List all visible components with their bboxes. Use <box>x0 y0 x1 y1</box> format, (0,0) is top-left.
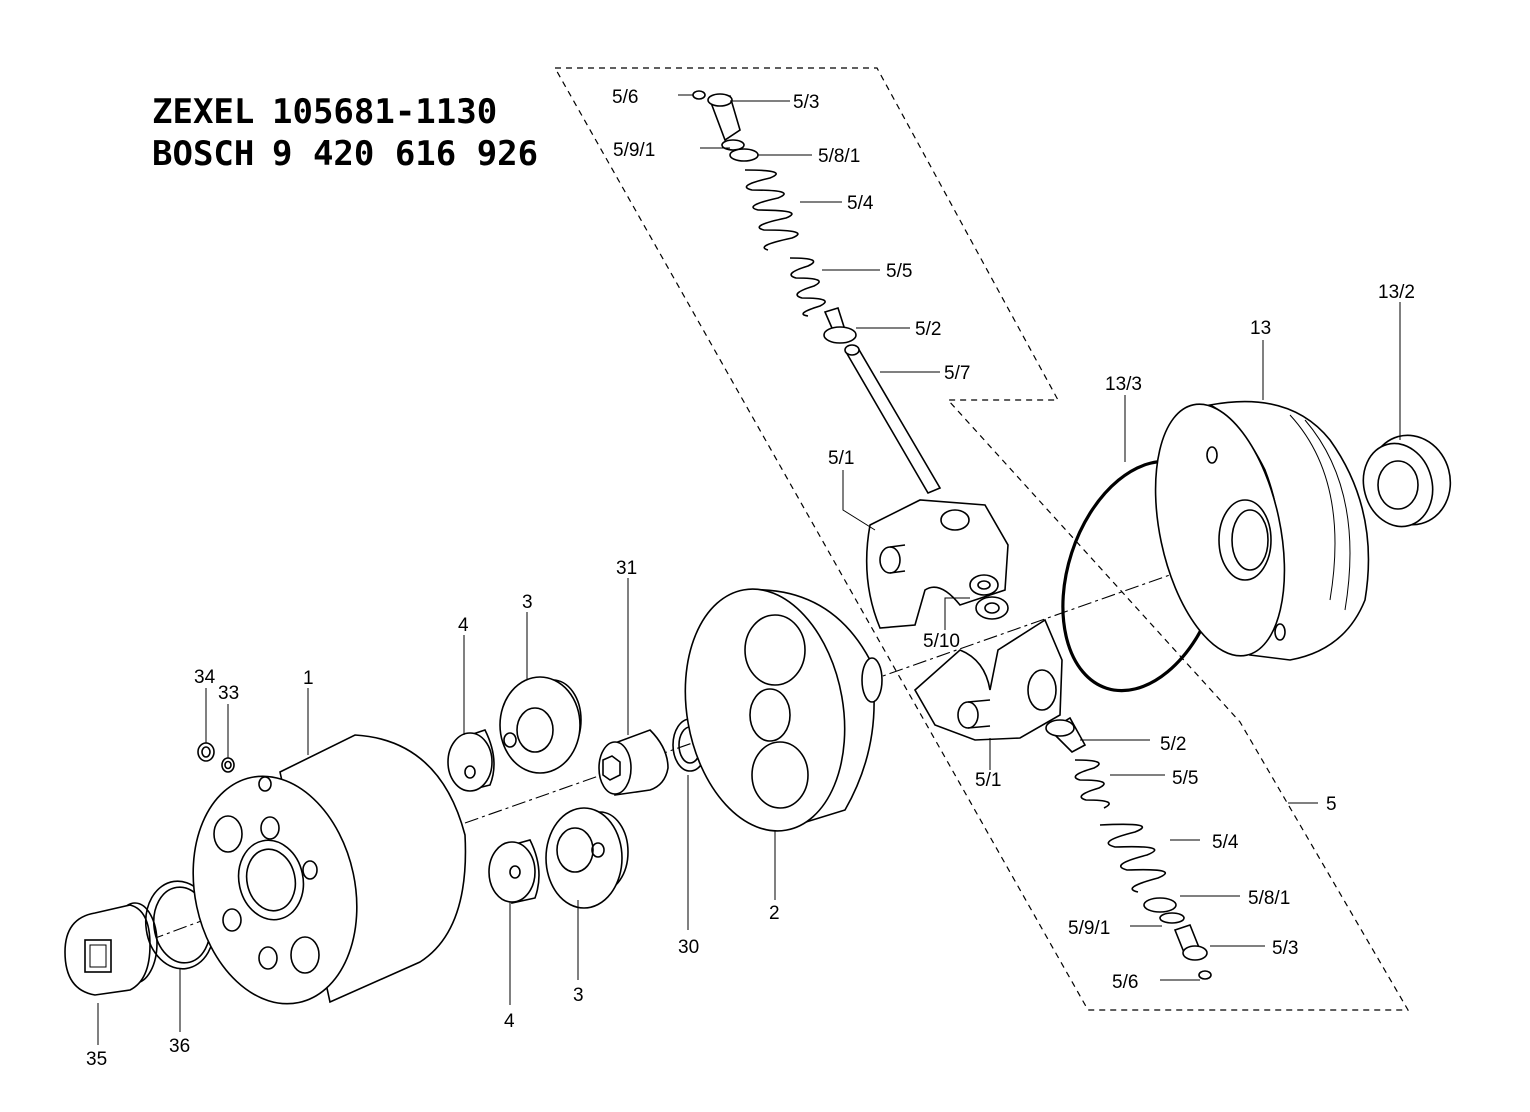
part-3-sleeve-top <box>499 676 582 774</box>
label-5-5-top: 5/5 <box>886 261 912 282</box>
header-part-number-bosch: 9 420 616 926 <box>272 134 539 174</box>
label-4-bottom: 4 <box>504 1011 515 1032</box>
part-3-sleeve-bottom <box>545 807 629 909</box>
label-5-3-top: 5/3 <box>793 92 819 113</box>
leader-lines <box>97 94 1401 1045</box>
label-5-4-bottom: 5/4 <box>1212 832 1239 853</box>
label-3-bottom: 3 <box>573 985 584 1006</box>
part-1-housing <box>192 734 467 1005</box>
label-5-8-1-top: 5/8/1 <box>818 146 860 167</box>
label-5-8-1-bottom: 5/8/1 <box>1248 888 1290 909</box>
top-spring-5-4 <box>744 169 799 251</box>
part-2-flange <box>684 588 883 832</box>
label-3-top: 3 <box>522 592 533 613</box>
label-5-9-1-bottom: 5/9/1 <box>1068 918 1110 939</box>
top-spring-5-5 <box>789 257 826 317</box>
label-36: 36 <box>169 1036 190 1057</box>
label-31: 31 <box>616 558 637 579</box>
part-5-7-rod <box>844 344 942 495</box>
label-33: 33 <box>218 683 239 704</box>
label-5-1-top: 5/1 <box>828 448 854 469</box>
part-33-washer <box>221 757 235 773</box>
label-5-4-top: 5/4 <box>847 193 874 214</box>
label-13-2: 13/2 <box>1378 282 1415 303</box>
label-5-6-bottom: 5/6 <box>1112 972 1138 993</box>
label-1: 1 <box>303 668 314 689</box>
header-brand-zexel: ZEXEL <box>152 92 255 132</box>
part-35-plug <box>64 902 158 996</box>
bottom-spring-5-5 <box>1074 759 1110 809</box>
label-5-9-1-top: 5/9/1 <box>613 140 655 161</box>
label-5-7: 5/7 <box>944 363 970 384</box>
bottom-valve-stack <box>1045 716 1212 980</box>
callout-labels: 5/6 5/3 5/9/1 5/8/1 5/4 5/5 5/2 5/7 5/1 … <box>86 87 1415 1070</box>
bottom-spring-5-4 <box>1099 823 1167 893</box>
part-5-1-block-top <box>865 499 1009 629</box>
label-5-2-bottom: 5/2 <box>1160 734 1186 755</box>
header-brand-bosch: BOSCH <box>152 134 255 174</box>
part-31-bushing <box>598 729 669 796</box>
header-part-number-zexel: 105681-1130 <box>272 92 498 132</box>
label-34: 34 <box>194 667 216 688</box>
label-5-10: 5/10 <box>923 631 960 652</box>
part-5-1-block-bottom <box>913 618 1063 741</box>
top-valve-stack <box>692 90 857 344</box>
label-2: 2 <box>769 903 780 924</box>
label-35: 35 <box>86 1049 107 1070</box>
label-5-2-top: 5/2 <box>915 319 941 340</box>
part-13-2-bearing <box>1362 434 1452 528</box>
label-5: 5 <box>1326 794 1337 815</box>
label-13-3: 13/3 <box>1105 374 1142 395</box>
part-34-screw <box>197 742 215 762</box>
part-13-cover <box>1154 400 1370 661</box>
label-30: 30 <box>678 937 699 958</box>
part-4-piston-top <box>447 729 495 792</box>
part-5-10-valve-seats <box>969 574 1009 620</box>
label-13: 13 <box>1250 318 1271 339</box>
label-5-1-bottom: 5/1 <box>975 770 1001 791</box>
part-4-piston-bottom <box>488 839 540 904</box>
label-5-3-bottom: 5/3 <box>1272 938 1298 959</box>
label-4-top: 4 <box>458 615 469 636</box>
label-5-5-bottom: 5/5 <box>1172 768 1198 789</box>
assembly-5-boundary <box>553 67 1410 1011</box>
label-5-6-top: 5/6 <box>612 87 638 108</box>
